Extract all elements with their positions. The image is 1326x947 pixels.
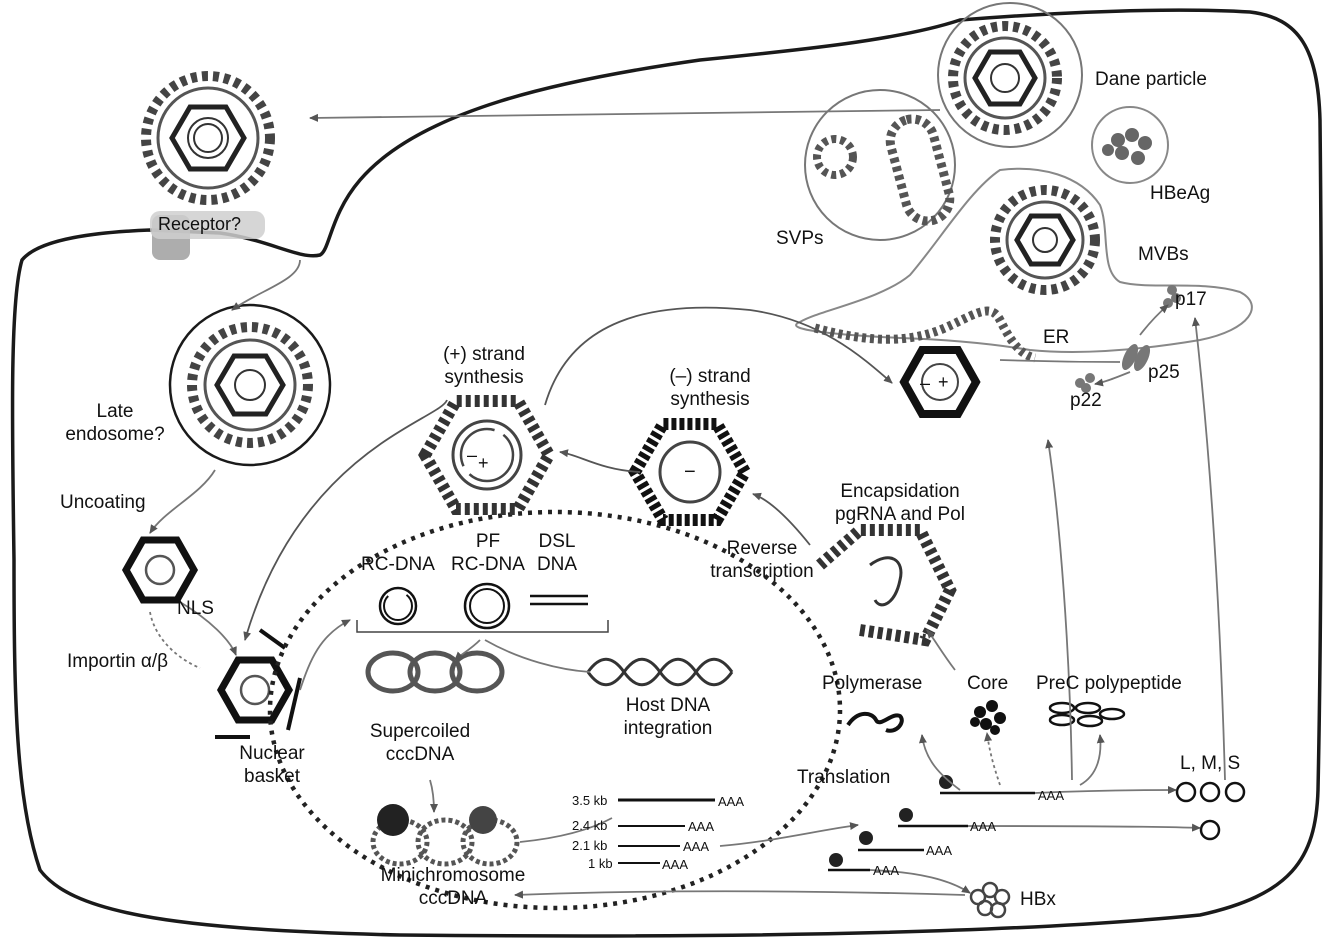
encapsidation-label-line2: pgRNA and Pol	[835, 503, 965, 526]
p22-label: p22	[1070, 389, 1102, 412]
hbeag-vesicle	[1092, 107, 1168, 183]
hbx-protein-icon	[971, 883, 1009, 917]
rc-dna-label: RC-DNA	[361, 553, 435, 576]
late-endosome-label-line2: endosome?	[65, 423, 164, 446]
transcript-tail-3-5kb: AAA	[718, 794, 744, 809]
pf-rc-dna-label: RC-DNA	[451, 553, 525, 576]
transcript-size-2-1kb: 2.1 kb	[572, 838, 607, 853]
dane-particle-icon	[953, 26, 1057, 130]
hbeag-label: HBeAg	[1150, 182, 1210, 205]
nuclear-basket-label-line2: basket	[244, 765, 300, 788]
minus-strand-capsid-icon: −	[635, 424, 745, 520]
nuclear-pore-capsid-icon	[221, 660, 289, 720]
mrna-tail-4: AAA	[873, 863, 899, 878]
uncoating-label: Uncoating	[60, 491, 146, 514]
virion-outside-icon	[146, 76, 270, 200]
plus-capsid-minus: –	[467, 445, 477, 465]
svp-filament-icon	[885, 114, 954, 226]
minus-capsid-sign: −	[684, 461, 696, 483]
transcript-size-3-5kb: 3.5 kb	[572, 793, 607, 808]
supercoiled-label-line2: cccDNA	[386, 743, 455, 766]
svp-sphere-icon	[817, 139, 853, 175]
transcript-size-1kb: 1 kb	[588, 856, 613, 871]
p25-label: p25	[1148, 361, 1180, 384]
p17-label: p17	[1175, 288, 1207, 311]
transcript-tail-1kb: AAA	[662, 857, 688, 872]
hbx-label: HBx	[1020, 888, 1056, 911]
transcript-size-2-4kb: 2.4 kb	[572, 818, 607, 833]
polymerase-icon	[848, 714, 902, 731]
minichromosome-icon	[373, 804, 517, 864]
mrna-tail-3: AAA	[926, 843, 952, 858]
late-endosome-label-line1: Late	[97, 400, 134, 423]
lms-label: L, M, S	[1180, 752, 1240, 775]
reverse-transcription-label-line2: transcription	[710, 560, 814, 583]
dsl-dna-label: DNA	[537, 553, 577, 576]
prec-polypeptide-icon	[1050, 703, 1124, 726]
transcript-tail-2-4kb: AAA	[688, 819, 714, 834]
supercoiled-label-line1: Supercoiled	[370, 720, 470, 743]
hbeag-icon	[1102, 128, 1152, 165]
er-minus-sign: –	[920, 373, 930, 393]
lms-protein-icon	[1177, 783, 1244, 839]
plus-capsid-plus: +	[478, 453, 489, 473]
receptor-label: Receptor?	[158, 213, 241, 236]
host-integration-label-line1: Host DNA	[626, 694, 710, 717]
dane-particle-label: Dane particle	[1095, 68, 1207, 91]
pf-rc-dna-icon	[465, 584, 509, 628]
translation-label: Translation	[797, 766, 890, 789]
plus-strand-capsid-icon: – +	[425, 401, 549, 509]
uncoated-capsid-icon	[126, 540, 194, 600]
encapsidation-label-line1: Encapsidation	[840, 480, 959, 503]
dsl-label: DSL	[539, 530, 576, 553]
endosome-virion-icon	[192, 327, 308, 443]
pf-label: PF	[476, 530, 500, 553]
prec-polypeptide-label: PreC polypeptide	[1036, 672, 1182, 695]
core-label: Core	[967, 672, 1008, 695]
er-capsid-icon: – +	[904, 350, 976, 414]
core-protein-icon	[970, 700, 1006, 735]
dsl-dna-icon	[530, 596, 588, 604]
importin-label: Importin α/β	[67, 650, 168, 673]
nuclear-basket-label-line1: Nuclear	[239, 742, 304, 765]
supercoiled-cccdna-icon	[368, 653, 502, 691]
encapsidation-capsid-icon	[820, 530, 950, 640]
pgrna-strand	[870, 558, 901, 605]
transcript-tail-2-1kb: AAA	[683, 839, 709, 854]
minus-strand-label-line1: (–) strand	[669, 365, 750, 388]
svps-label: SVPs	[776, 227, 824, 250]
nls-label: NLS	[177, 597, 214, 620]
mrna-tail-1: AAA	[1038, 788, 1064, 803]
plus-strand-label-line1: (+) strand	[443, 343, 525, 366]
minichromosome-label-line2: cccDNA	[419, 887, 488, 910]
minichromosome-label-line1: Minichromosome	[381, 864, 526, 887]
host-integration-label-line2: integration	[624, 717, 713, 740]
host-dna-helix-icon	[588, 659, 732, 685]
minus-strand-label-line2: synthesis	[670, 388, 749, 411]
plus-strand-label-line2: synthesis	[444, 366, 523, 389]
er-plus-sign: +	[938, 372, 949, 392]
polymerase-label: Polymerase	[822, 672, 922, 695]
rc-dna-icon	[380, 588, 416, 624]
mrna-tail-2: AAA	[970, 819, 996, 834]
reverse-transcription-label-line1: Reverse	[727, 537, 798, 560]
er-label: ER	[1043, 326, 1069, 349]
translation-mrnas	[828, 793, 1035, 870]
mvbs-label: MVBs	[1138, 243, 1189, 266]
mvb-virion-icon	[995, 190, 1095, 290]
